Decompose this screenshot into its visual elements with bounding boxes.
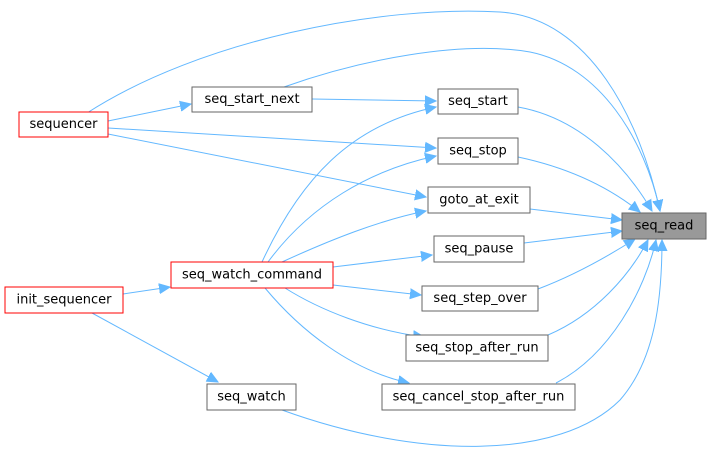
node-seq-stop-after-run[interactable]: seq_stop_after_run xyxy=(405,334,549,362)
edge-init-sequencer-to-seq-watch xyxy=(91,312,218,382)
edge-seq-start-next-to-seq-start xyxy=(311,99,436,101)
node-seq-step-over-label: seq_step_over xyxy=(433,291,527,306)
edge-seq-pause-to-seq-read xyxy=(523,231,622,244)
edge-seq-step-over-to-seq-read xyxy=(537,239,635,290)
edge-sequencer-to-seq-stop xyxy=(107,127,436,148)
node-init-sequencer-label: init_sequencer xyxy=(16,293,112,308)
node-init-sequencer[interactable]: init_sequencer xyxy=(4,286,124,314)
node-seq-start-next[interactable]: seq_start_next xyxy=(191,86,313,113)
node-seq-start[interactable]: seq_start xyxy=(437,88,519,115)
node-goto-at-exit-label: goto_at_exit xyxy=(439,193,519,208)
node-seq-step-over[interactable]: seq_step_over xyxy=(421,285,539,312)
node-seq-watch-label: seq_watch xyxy=(217,390,286,405)
edge-seq-watch-to-seq-read xyxy=(281,240,662,447)
edge-layer xyxy=(86,10,662,447)
edge-seq-watch-command-to-seq-stop xyxy=(267,156,436,263)
edge-init-sequencer-to-seq-watch-command xyxy=(122,287,170,295)
node-seq-stop[interactable]: seq_stop xyxy=(437,137,519,165)
edge-sequencer-to-seq-read xyxy=(86,10,660,211)
edge-goto-at-exit-to-seq-read xyxy=(529,208,622,220)
edge-sequencer-to-goto-at-exit xyxy=(107,133,426,197)
node-seq-start-next-label: seq_start_next xyxy=(204,92,299,107)
node-seq-cancel-stop-after-run-label: seq_cancel_stop_after_run xyxy=(393,390,565,405)
edge-seq-watch-command-to-seq-stop-after-run xyxy=(284,287,424,337)
edge-seq-stop-after-run-to-seq-read xyxy=(547,240,648,336)
edge-seq-watch-command-to-seq-pause xyxy=(332,255,432,268)
node-seq-pause[interactable]: seq_pause xyxy=(433,235,525,263)
node-seq-watch-command-label: seq_watch_command xyxy=(182,268,322,283)
edge-seq-watch-command-to-seq-start xyxy=(261,107,436,263)
node-seq-read[interactable]: seq_read xyxy=(621,212,707,240)
node-seq-watch[interactable]: seq_watch xyxy=(206,383,297,411)
edge-seq-stop-to-seq-read xyxy=(517,156,640,212)
edge-seq-watch-command-to-seq-step-over xyxy=(332,284,421,295)
node-sequencer[interactable]: sequencer xyxy=(18,111,109,138)
edge-seq-watch-command-to-goto-at-exit xyxy=(281,211,426,263)
node-sequencer-label: sequencer xyxy=(30,117,99,132)
edge-seq-cancel-stop-after-run-to-seq-read xyxy=(555,240,656,384)
node-seq-pause-label: seq_pause xyxy=(445,242,514,257)
node-layer: seq_read sequencer seq_start_next seq_st… xyxy=(4,86,707,411)
edge-seq-start-next-to-seq-read xyxy=(283,47,660,211)
edge-seq-watch-command-to-seq-cancel xyxy=(264,287,409,383)
node-seq-stop-label: seq_stop xyxy=(449,144,507,159)
edge-sequencer-to-seq-start-next xyxy=(107,104,191,122)
node-seq-read-label: seq_read xyxy=(635,219,694,234)
node-seq-stop-after-run-label: seq_stop_after_run xyxy=(415,341,538,356)
node-seq-watch-command[interactable]: seq_watch_command xyxy=(170,261,334,289)
node-goto-at-exit[interactable]: goto_at_exit xyxy=(427,186,531,214)
edge-seq-start-to-seq-read xyxy=(517,106,652,211)
node-seq-cancel-stop-after-run[interactable]: seq_cancel_stop_after_run xyxy=(381,383,576,411)
node-seq-start-label: seq_start xyxy=(448,94,508,109)
